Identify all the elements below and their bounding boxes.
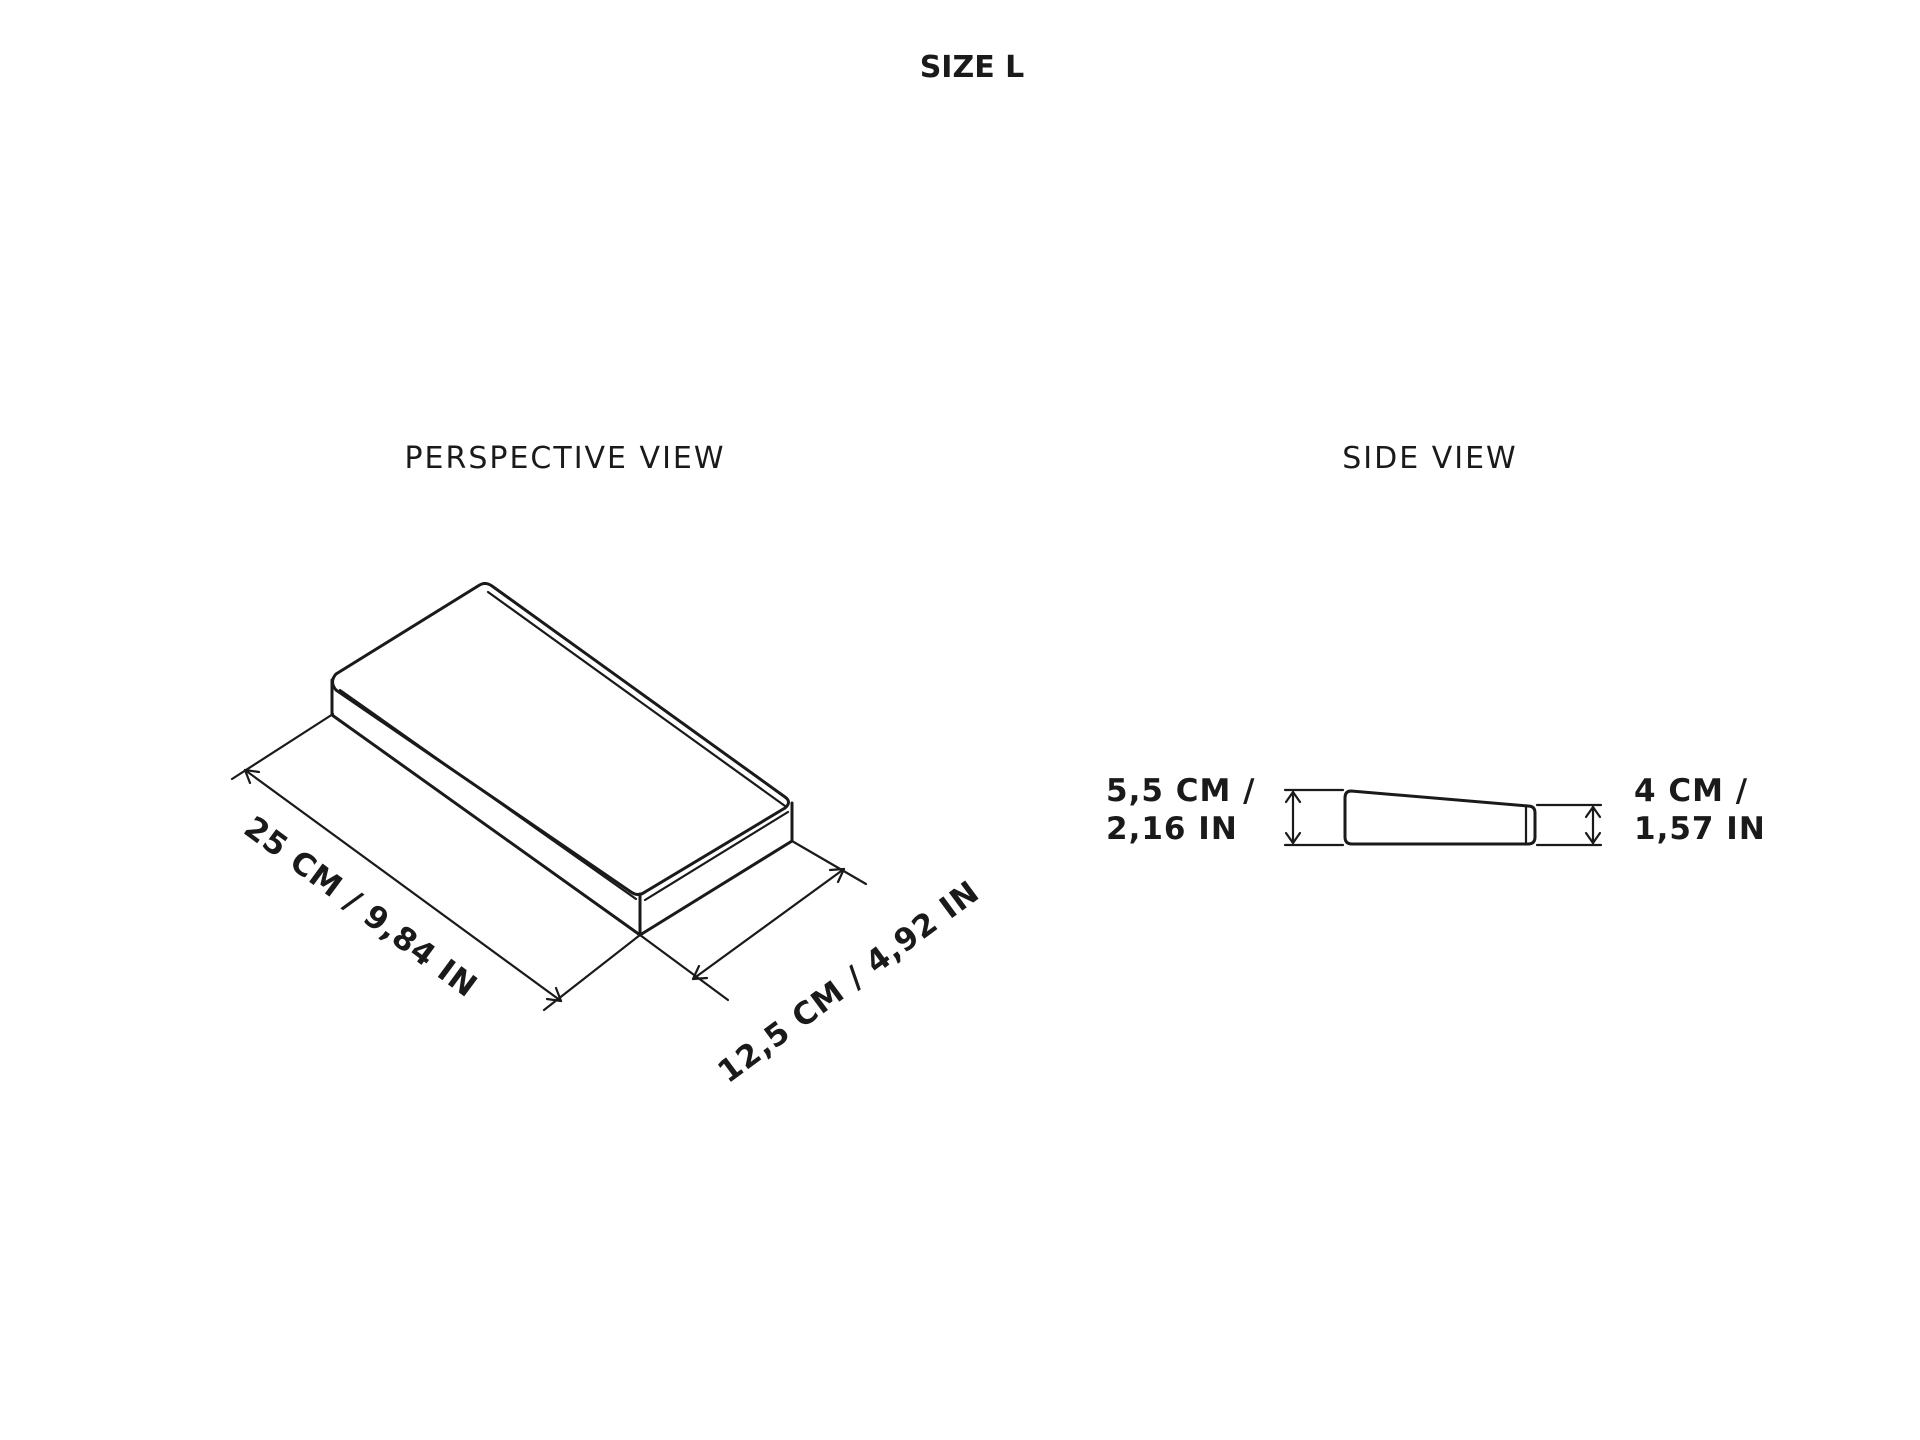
width-dimension-label: 12,5 CM / 4,92 IN	[711, 874, 986, 1091]
left-height-arrow-top	[1284, 790, 1302, 804]
right-height-arrow-bottom	[1584, 831, 1602, 845]
width-arrow-end	[828, 867, 846, 884]
length-arrow-end	[545, 986, 563, 1003]
width-arrow-start	[691, 964, 709, 981]
block-front-face	[330, 678, 642, 937]
side-profile-outline	[1343, 789, 1537, 846]
block-bevel-rear	[486, 590, 787, 808]
page-title: SIZE L	[920, 50, 1025, 85]
left-height-dimension: 5,5 CM / 2,16 IN	[1106, 773, 1345, 847]
width-dimension-line	[691, 867, 846, 981]
left-height-label-line1: 5,5 CM /	[1106, 773, 1255, 809]
length-extension-line-start	[230, 712, 335, 781]
block-bevel-long	[338, 688, 638, 901]
length-arrow-start	[243, 768, 261, 785]
side-view-heading: SIDE VIEW	[1342, 441, 1517, 476]
left-height-label-line2: 2,16 IN	[1106, 811, 1238, 847]
block-bevel-short	[643, 810, 790, 902]
right-height-dimension: 4 CM / 1,57 IN	[1535, 773, 1766, 847]
right-height-label-line1: 4 CM /	[1634, 773, 1748, 809]
length-dimension-label: 25 CM / 9,84 IN	[237, 809, 484, 1005]
width-dimension: 12,5 CM / 4,92 IN	[638, 839, 986, 1091]
left-height-arrow-bottom	[1284, 831, 1302, 845]
perspective-block-drawing	[330, 582, 794, 937]
length-dimension-line	[243, 768, 563, 1003]
block-top-face	[331, 582, 790, 896]
width-extension-line-end	[790, 839, 868, 886]
perspective-view-heading: PERSPECTIVE VIEW	[404, 441, 725, 476]
right-height-arrow-top	[1584, 805, 1602, 819]
side-profile-drawing	[1343, 789, 1537, 846]
width-extension-line-start	[638, 933, 730, 1002]
right-height-label-line2: 1,57 IN	[1634, 811, 1766, 847]
